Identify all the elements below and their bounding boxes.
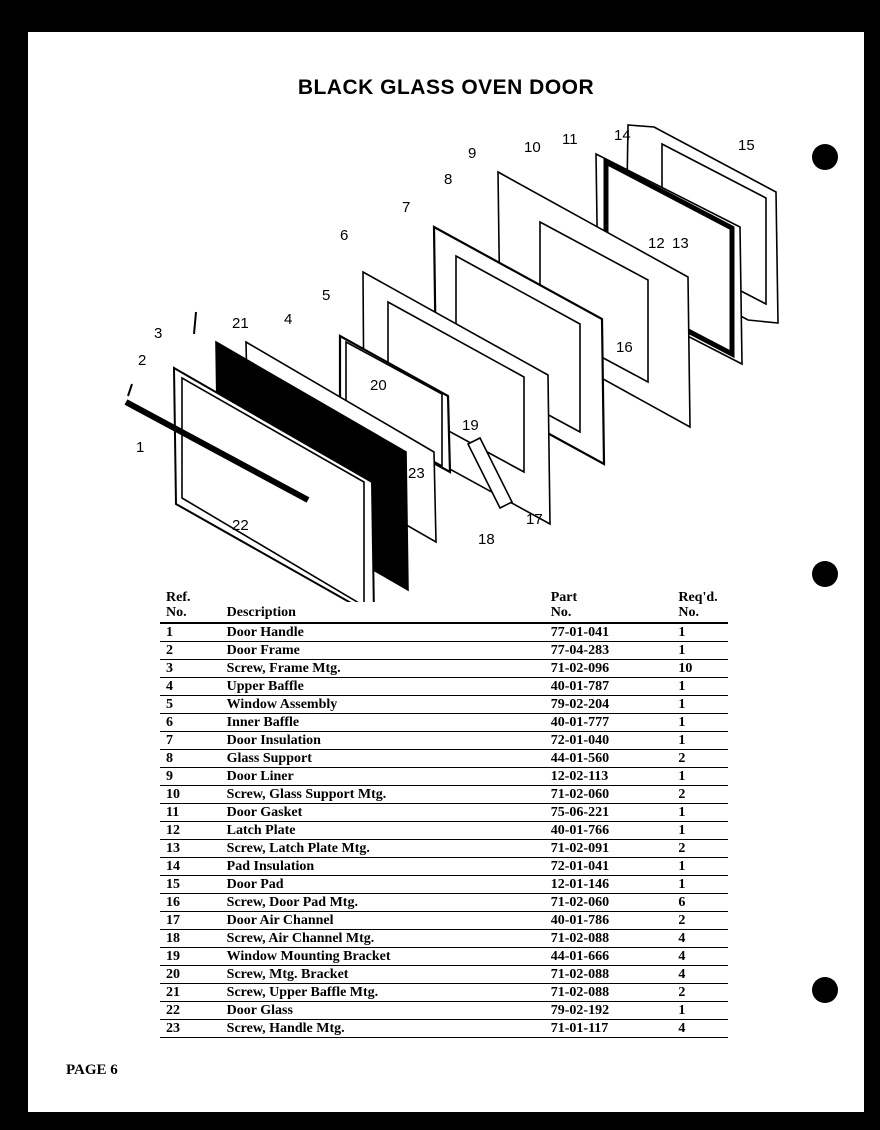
part-window-bracket — [466, 436, 514, 510]
callout-3: 3 — [154, 325, 162, 342]
callout-6: 6 — [340, 227, 348, 244]
callout-23: 23 — [408, 465, 425, 482]
callout-10: 10 — [524, 139, 541, 156]
callout-5: 5 — [322, 287, 330, 304]
binder-hole-bottom — [812, 977, 838, 1003]
callout-22: 22 — [232, 517, 249, 534]
part-door-handle — [124, 399, 310, 503]
callout-20: 20 — [370, 377, 387, 394]
callout-17: 17 — [526, 511, 543, 528]
callout-1: 1 — [136, 439, 144, 456]
page-title: BLACK GLASS OVEN DOOR — [297, 76, 595, 99]
callout-11: 11 — [562, 131, 578, 148]
part-window-assembly — [338, 334, 452, 474]
callout-9: 9 — [468, 145, 476, 162]
parts-sheet: BLACK GLASS OVEN DOOR — [28, 32, 864, 1112]
callout-13: 13 — [672, 235, 689, 252]
callout-15: 15 — [738, 137, 755, 154]
exploded-door-diagram: 1 2 3 4 5 6 7 8 9 10 11 12 13 14 15 16 1… — [124, 124, 779, 602]
callout-18: 18 — [478, 531, 495, 548]
binder-hole-middle — [812, 561, 838, 587]
callout-4: 4 — [284, 311, 292, 328]
callout-2: 2 — [138, 352, 146, 369]
callout-8: 8 — [444, 171, 452, 188]
callout-14: 14 — [614, 127, 631, 144]
callout-12: 12 — [648, 235, 665, 252]
binder-hole-top — [812, 144, 838, 170]
page-number: PAGE 6 — [66, 1062, 118, 1078]
callout-7: 7 — [402, 199, 410, 216]
header-reqd-no: Req'd.No. — [674, 590, 728, 624]
header-description: Description — [226, 590, 551, 624]
callout-16: 16 — [616, 339, 633, 356]
header-ref-no: Ref.No. — [160, 590, 227, 624]
callout-21: 21 — [232, 315, 249, 332]
callout-19: 19 — [462, 417, 479, 434]
